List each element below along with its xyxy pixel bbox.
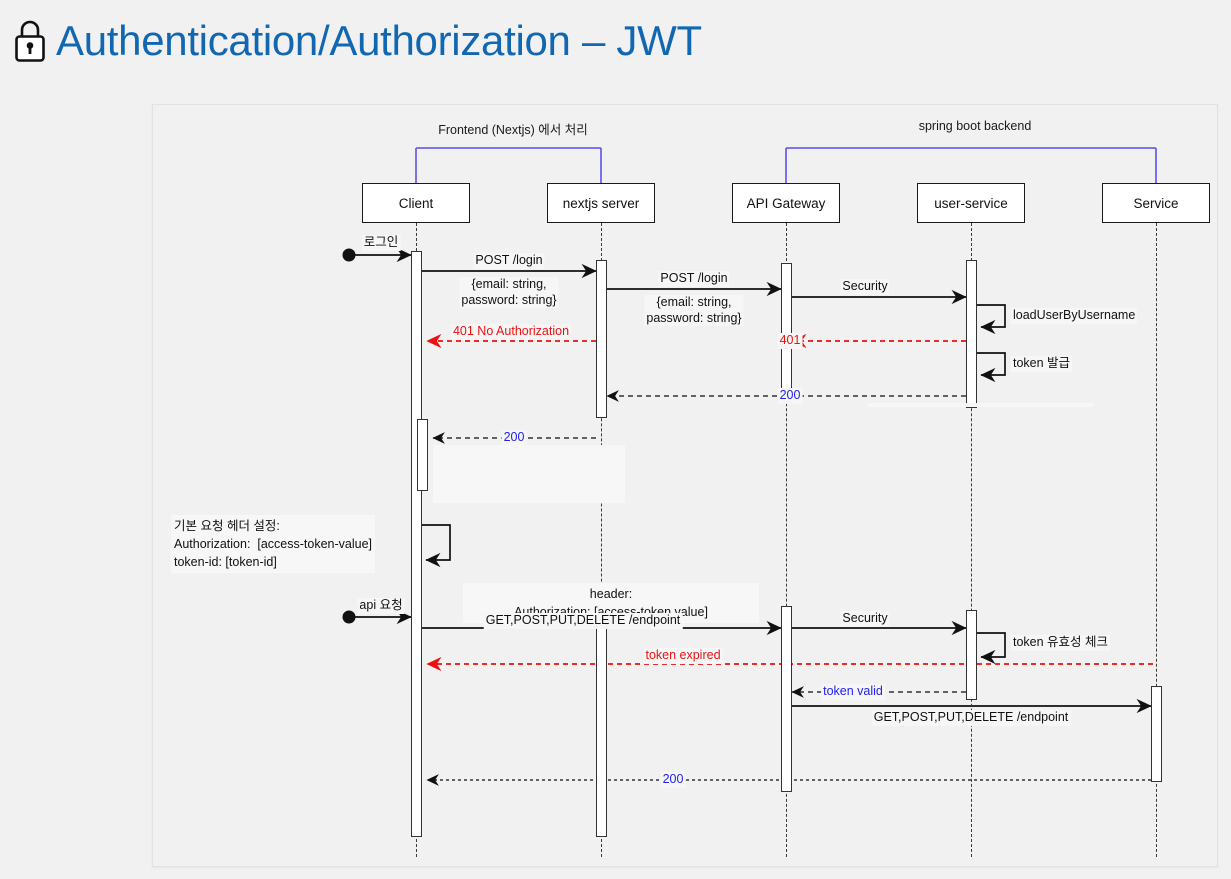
label-post-login-2: POST /login: [658, 271, 730, 287]
label-login-body-2: {email: string, password: string}: [644, 295, 744, 327]
group-label-backend: spring boot backend: [871, 119, 1079, 133]
activation-userservice-2: [966, 610, 977, 700]
label-login: 로그인: [361, 235, 401, 251]
note-set-cookie: [433, 445, 625, 504]
participant-nextjs-server[interactable]: nextjs server: [547, 183, 655, 223]
label-token-expired: token expired: [643, 648, 723, 664]
label-401-no-authorization: 401 No Authorization: [450, 324, 572, 340]
label-200-final: 200: [660, 772, 686, 788]
lifeline-api-gateway: [786, 223, 787, 857]
participant-user-service[interactable]: user-service: [917, 183, 1025, 223]
diagram-vector-layer: [342, 147, 1157, 786]
label-endpoint-service: GET,POST,PUT,DELETE /endpoint: [871, 710, 1071, 726]
participant-label: nextjs server: [562, 195, 640, 211]
label-401: 401: [777, 333, 803, 349]
label-security-2: Security: [840, 611, 890, 627]
label-post-login-1: POST /login: [473, 253, 545, 269]
sequence-diagram-frame: Frontend (Nextjs) 에서 처리 spring boot back…: [152, 104, 1218, 867]
arrow-self-token-issue: [977, 352, 1006, 383]
lock-icon: [15, 20, 45, 62]
label-endpoint-gateway: GET,POST,PUT,DELETE /endpoint: [483, 613, 683, 629]
note-default-request-header: 기본 요청 헤더 설정: Authorization: [access-toke…: [171, 515, 376, 574]
participant-client[interactable]: Client: [362, 183, 470, 223]
actor-start-api: [342, 610, 356, 624]
arrow-self-loaduser: [977, 304, 1006, 335]
label-token-issue: token 발급: [1011, 356, 1073, 372]
label-token-validity-check: token 유효성 체크: [1011, 635, 1111, 651]
activation-userservice-1: [966, 260, 977, 408]
label-load-user-by-username: loadUserByUsername: [1011, 308, 1138, 324]
page-title: Authentication/Authorization – JWT: [56, 17, 702, 64]
arrow-self-token-check: [977, 632, 1006, 665]
label-security-1: Security: [840, 279, 890, 295]
activation-nextjs-1: [596, 260, 607, 418]
label-token-valid: token valid: [821, 684, 885, 700]
activation-client-main: [411, 251, 422, 837]
activation-nextjs-2: [596, 614, 607, 837]
lifeline-nextjs-server: [601, 223, 602, 857]
participant-label: API Gateway: [746, 195, 826, 211]
arrow-self-default-header: [422, 524, 451, 568]
actor-start-login: [342, 248, 356, 262]
label-200-client: 200: [501, 430, 527, 446]
group-label-frontend: Frontend (Nextjs) 에서 처리: [409, 119, 617, 138]
participant-api-gateway[interactable]: API Gateway: [732, 183, 840, 223]
page-header: Authentication/Authorization – JWT: [10, 6, 702, 76]
participant-label: user-service: [934, 195, 1008, 211]
lifeline-service: [1156, 223, 1157, 857]
label-login-body-1: {email: string, password: string}: [459, 277, 559, 309]
participant-service[interactable]: Service: [1102, 183, 1210, 223]
participant-label: Client: [398, 195, 434, 211]
label-api-request: api 요청: [357, 598, 405, 614]
label-200-nextjs: 200: [777, 388, 803, 404]
participant-label: Service: [1133, 195, 1179, 211]
activation-client-nested: [417, 419, 428, 491]
note-header-tokens: [868, 403, 1094, 407]
activation-gateway-2: [781, 606, 792, 792]
activation-service: [1151, 686, 1162, 782]
lifeline-user-service: [971, 223, 972, 857]
